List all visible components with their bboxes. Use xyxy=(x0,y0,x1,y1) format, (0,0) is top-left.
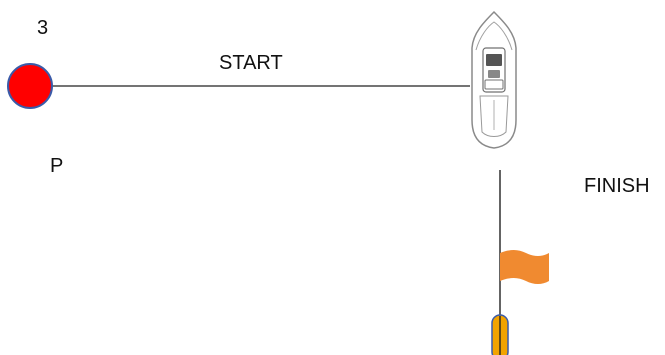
mark-number-label: 3 xyxy=(37,18,48,38)
red-buoy-icon xyxy=(8,64,52,108)
orange-buoy-icon xyxy=(492,315,508,355)
motor-boat-icon xyxy=(472,12,516,148)
finish-label: FINISH xyxy=(584,176,650,196)
port-label: P xyxy=(50,156,63,176)
orange-flag-icon xyxy=(500,250,549,284)
start-label: START xyxy=(219,53,283,73)
